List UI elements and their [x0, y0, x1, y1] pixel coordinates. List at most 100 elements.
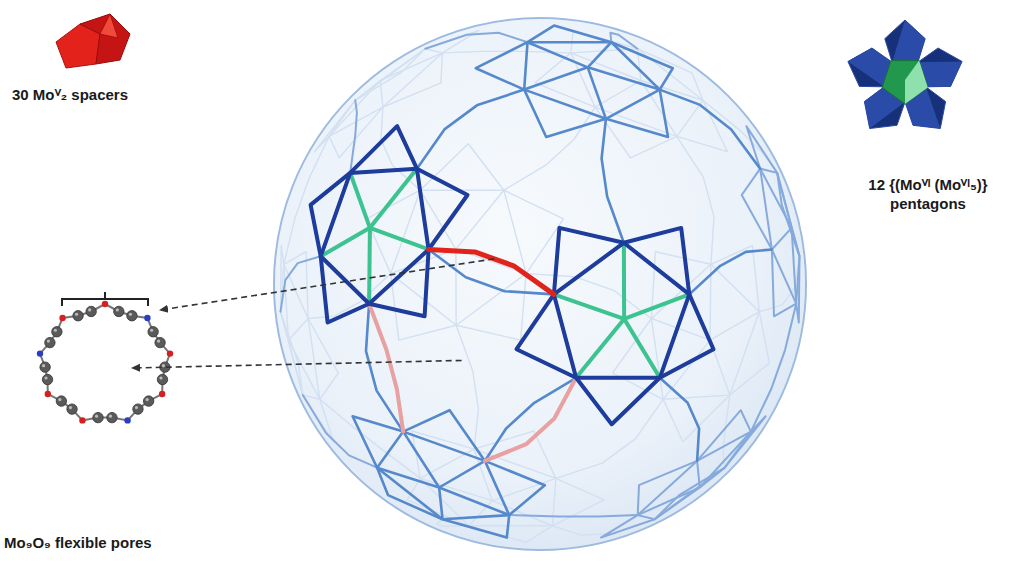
atom-shine — [109, 415, 112, 418]
pentagon-spoke — [524, 67, 588, 89]
pentagon-spoke — [588, 67, 606, 118]
pentagon-spoke — [554, 294, 624, 319]
mo2-spacer — [751, 304, 796, 432]
atom-shine — [116, 308, 119, 311]
mo-octahedron-wire — [528, 26, 612, 43]
pentagon-spoke — [588, 42, 612, 67]
left-icons — [37, 14, 173, 424]
mo6-pentagon — [311, 126, 468, 322]
oxygen-atom — [144, 315, 150, 321]
mo-atom — [40, 362, 50, 372]
pentagon-spoke — [370, 169, 417, 228]
mo-octahedron-wire — [517, 294, 577, 377]
oxygen-atom — [45, 391, 51, 397]
octahedron — [885, 20, 925, 62]
pentagon-spoke — [368, 228, 371, 304]
pentagon-ring — [377, 432, 509, 520]
leader-arrow — [160, 259, 494, 310]
mo-octahedron-wire — [576, 378, 660, 424]
atom-shine — [58, 398, 61, 401]
pentagon-ring — [321, 169, 429, 304]
sphere-shell — [274, 18, 806, 550]
oxygen-atom — [59, 315, 65, 321]
atom-shine — [88, 308, 91, 311]
mo2-spacer — [303, 395, 377, 468]
atom-shine — [54, 329, 57, 332]
atom-shine — [159, 376, 162, 379]
oxygen-atom — [37, 350, 43, 356]
pentagon-spoke — [370, 169, 417, 228]
mo-atom — [157, 374, 167, 384]
mo-octahedron-wire — [601, 515, 655, 538]
bipyramid-face — [905, 61, 928, 104]
atom-shine — [95, 415, 98, 418]
mo-atom — [52, 327, 62, 337]
mo-atom — [114, 306, 124, 316]
atom-shine — [157, 340, 160, 343]
oxygen-atom — [124, 417, 130, 423]
pentagon-spoke — [576, 319, 624, 378]
mo-atom — [45, 337, 55, 347]
leader-arrow — [132, 360, 462, 368]
pentagon-ring — [321, 169, 429, 304]
pentagon-ring — [554, 243, 689, 378]
pentagon-icon — [848, 20, 962, 129]
pentagon-ring — [554, 243, 689, 378]
atom-shine — [42, 364, 45, 367]
mo-octahedron-wire — [747, 126, 778, 173]
mo2-spacer — [660, 378, 699, 461]
pentagon-spoke — [624, 319, 660, 378]
pentagon-spoke — [377, 468, 439, 488]
mo6-pentagon — [476, 26, 673, 137]
mo-octahedron-wire — [476, 42, 528, 89]
oxygen-atom — [159, 391, 165, 397]
pore-label: Mo₉O₉ flexible pores — [4, 534, 264, 553]
mo-atom — [107, 412, 117, 422]
pentagon-spoke — [576, 319, 624, 378]
pentagon-spoke — [638, 488, 700, 516]
mo2-spacer — [602, 119, 624, 243]
mo2-spacer — [429, 250, 554, 295]
oxygen-atom — [167, 350, 173, 356]
atom-shine — [69, 406, 72, 409]
mo2-spacer — [369, 304, 403, 432]
mo-atom — [67, 404, 77, 414]
pentagonal-bipyramid — [882, 61, 928, 104]
octahedron-face — [892, 20, 925, 62]
pentagon-spoke — [370, 228, 429, 250]
mo-octahedron-wire — [576, 378, 660, 424]
mo2-spacer — [366, 304, 403, 432]
mo2-spacer — [509, 515, 638, 517]
mo-octahedron-wire — [321, 256, 369, 322]
atom-shine — [44, 376, 47, 379]
pentagon-label: 12 {(Moⱽᴵ (Moⱽᴵ₅)} pentagons — [838, 176, 1018, 214]
mo2-spacer — [281, 256, 321, 311]
mo2-spacer — [485, 378, 576, 461]
pentagon-spoke — [772, 228, 792, 250]
mo-octahedron-wire — [350, 126, 417, 173]
atom-shine — [47, 340, 50, 343]
spacer-polyhedron — [80, 14, 130, 64]
mo2-spacer — [485, 378, 576, 461]
mo2-spacer — [689, 250, 772, 295]
mo2-spacer — [425, 33, 527, 49]
mo2-spacer — [429, 250, 554, 295]
pentagon-spoke — [624, 294, 689, 319]
pore-ring — [37, 301, 173, 424]
leader-arrows — [132, 259, 494, 368]
mo2-spacer — [660, 90, 761, 169]
pentagon-spoke — [367, 228, 372, 304]
pentagon-spoke — [439, 461, 485, 488]
pentagon-spoke — [528, 42, 588, 67]
pentagon-spoke — [350, 173, 370, 228]
pentagon-ring — [760, 169, 799, 304]
pore-bond — [40, 304, 170, 420]
pentagon-spoke — [623, 243, 626, 319]
atom-shine — [162, 364, 165, 367]
mo-atom — [155, 337, 165, 347]
pentagon-spoke — [700, 432, 751, 488]
mo-atom — [127, 311, 137, 321]
mo6-pentagon — [517, 228, 714, 424]
pentagon-spoke — [624, 294, 689, 319]
keplerate-sphere — [274, 18, 806, 550]
